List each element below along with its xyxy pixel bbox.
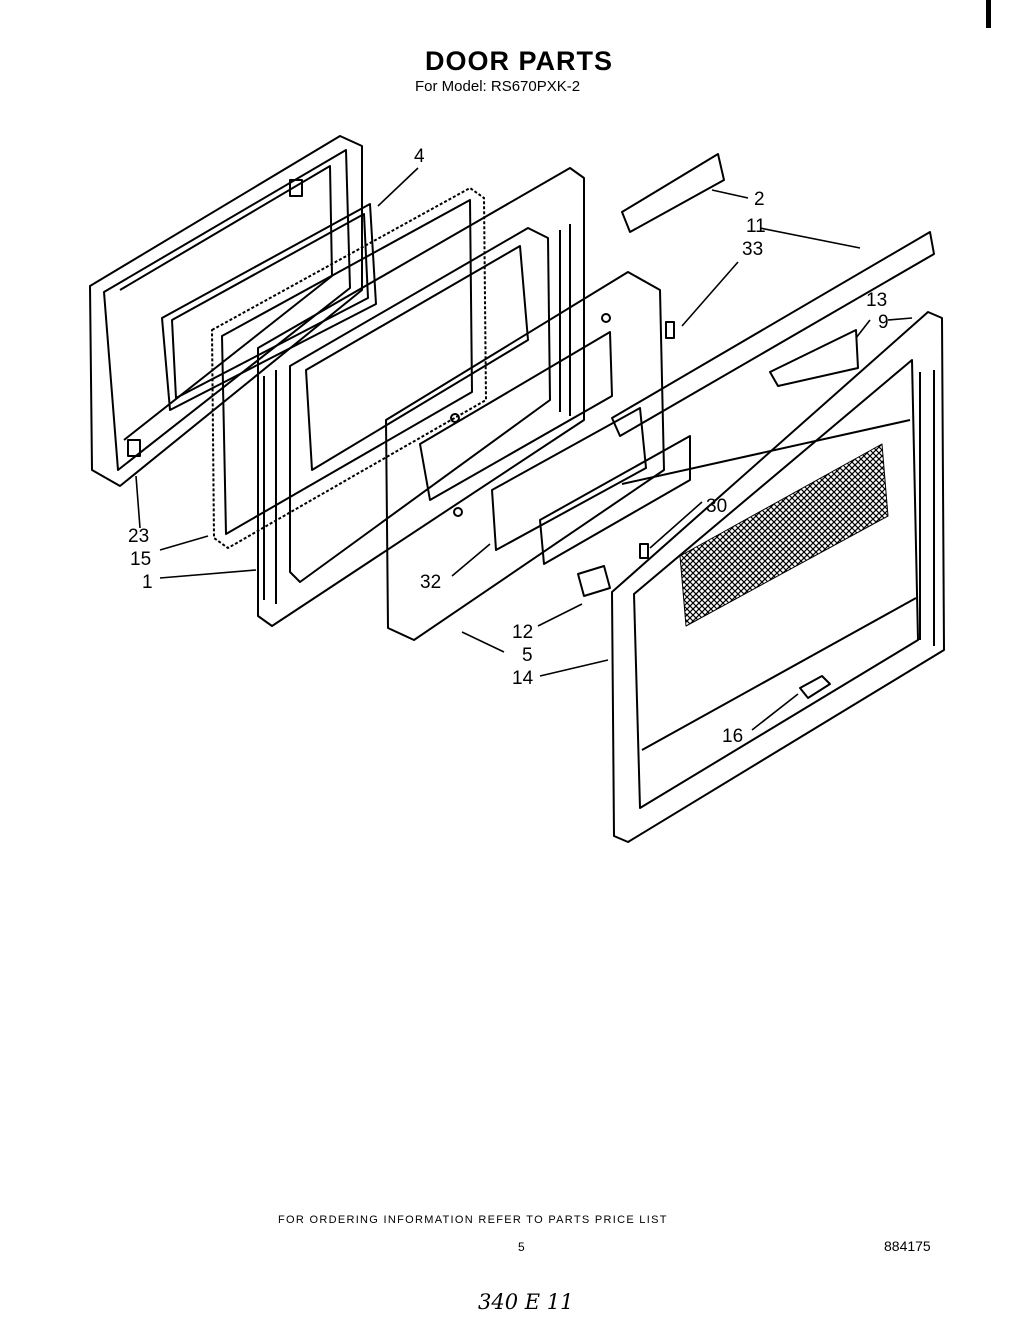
callout-5: 5 [522, 645, 533, 666]
callout-32: 32 [420, 572, 441, 593]
callout-16: 16 [722, 726, 743, 747]
document-number: 884175 [884, 1238, 931, 1254]
callout-9: 9 [878, 312, 889, 333]
callout-23: 23 [128, 526, 149, 547]
callout-14: 14 [512, 668, 534, 689]
handwritten-note: 340 E 11 [478, 1290, 574, 1314]
page-title: DOOR PARTS [425, 46, 614, 76]
part-23-inner-panel [89, 135, 363, 487]
model-subtitle: For Model: RS670PXK-2 [415, 78, 581, 95]
callout-30: 30 [706, 496, 727, 517]
part-15-gasket [211, 187, 487, 549]
scan-edge-mark [986, 0, 991, 28]
callout-2: 2 [754, 189, 765, 210]
callout-33: 33 [742, 239, 763, 260]
part-4-inner-glass [161, 203, 377, 411]
callout-15: 15 [130, 549, 151, 570]
ordering-note: FOR ORDERING INFORMATION REFER TO PARTS … [278, 1214, 668, 1226]
part-33-clip [665, 321, 675, 339]
callout-11: 11 [746, 216, 766, 237]
part-11-trim-bar [611, 231, 935, 437]
mesh-window [679, 443, 889, 627]
part-2-bracket [621, 153, 725, 233]
page-number: 5 [518, 1240, 525, 1254]
callout-12: 12 [512, 622, 533, 643]
part-1-door-liner [257, 167, 585, 627]
part-32-glass-pane [491, 407, 691, 565]
part-14-outer-door [577, 311, 945, 843]
callout-13: 13 [866, 290, 887, 311]
callout-1: 1 [142, 572, 153, 593]
part-5-panel [385, 271, 665, 641]
callout-4: 4 [414, 146, 425, 167]
